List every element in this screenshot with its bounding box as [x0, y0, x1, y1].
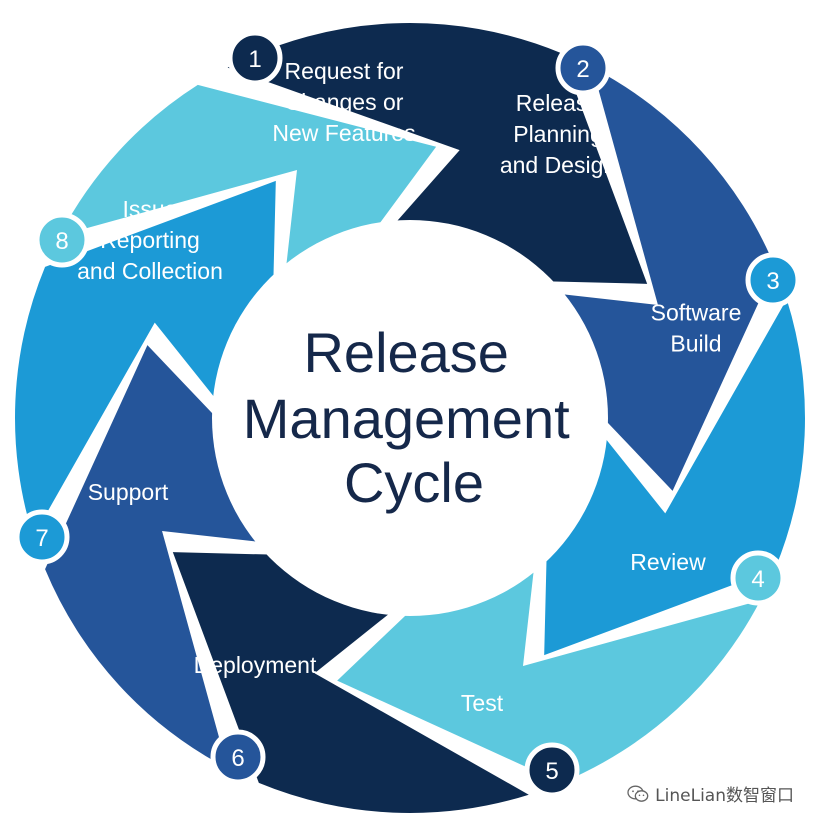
step-label-line: and Collection — [77, 258, 223, 284]
step-number: 3 — [766, 268, 779, 295]
step-label-line: Request for — [285, 58, 404, 84]
step-number: 8 — [55, 228, 68, 255]
step-label-line: Reporting — [100, 227, 200, 253]
step-label-line: and Design — [500, 152, 616, 178]
step-label: Support — [88, 479, 169, 505]
watermark-text: LineLian数智窗口 — [655, 786, 794, 806]
step-label-line: Changes or — [285, 89, 404, 115]
step-number-badge — [730, 550, 786, 606]
step-label-line: Review — [630, 549, 706, 575]
step-number-badge — [745, 252, 801, 308]
cycle-segment — [59, 84, 437, 349]
step-label-line: Deployment — [194, 652, 317, 678]
step-label: Review — [630, 549, 706, 575]
step-number: 6 — [231, 745, 244, 772]
step-badges: 1 2 3 4 5 6 7 8 — [14, 30, 801, 798]
center-title-line: Management — [243, 387, 570, 450]
step-label-line: Planning — [513, 121, 603, 147]
step-number-badge — [555, 40, 611, 96]
wechat-icon — [627, 785, 649, 802]
cycle-segments — [14, 23, 806, 813]
center-title-line: Cycle — [344, 451, 484, 514]
cycle-segment — [227, 23, 648, 285]
step-number-badge — [14, 509, 70, 565]
step-number: 1 — [248, 46, 261, 73]
cycle-segment — [14, 180, 276, 537]
step-label: Test — [461, 690, 504, 716]
watermark: LineLian数智窗口 — [627, 781, 794, 806]
step-label-line: New Features — [272, 120, 415, 146]
step-number-badge — [34, 212, 90, 268]
step-label-line: Issue — [123, 196, 178, 222]
step-number: 7 — [35, 525, 48, 552]
step-number: 2 — [576, 56, 589, 83]
step-number-badge — [210, 729, 266, 785]
step-number-badge — [227, 30, 283, 86]
cycle-segment — [479, 67, 775, 491]
step-number-badge — [524, 742, 580, 798]
step-label-line: Build — [670, 331, 721, 357]
center-title-line: Release — [303, 321, 508, 384]
step-label-line: Software — [651, 300, 742, 326]
step-label: Deployment — [194, 652, 317, 678]
center-circle — [212, 220, 608, 616]
step-number: 5 — [545, 758, 558, 785]
cycle-segment — [337, 487, 761, 783]
step-label-line: Test — [461, 690, 504, 716]
step-label-line: Support — [88, 479, 169, 505]
cycle-segment — [45, 345, 341, 769]
step-number: 4 — [751, 566, 764, 593]
center-title: Release Management Cycle — [243, 321, 585, 514]
